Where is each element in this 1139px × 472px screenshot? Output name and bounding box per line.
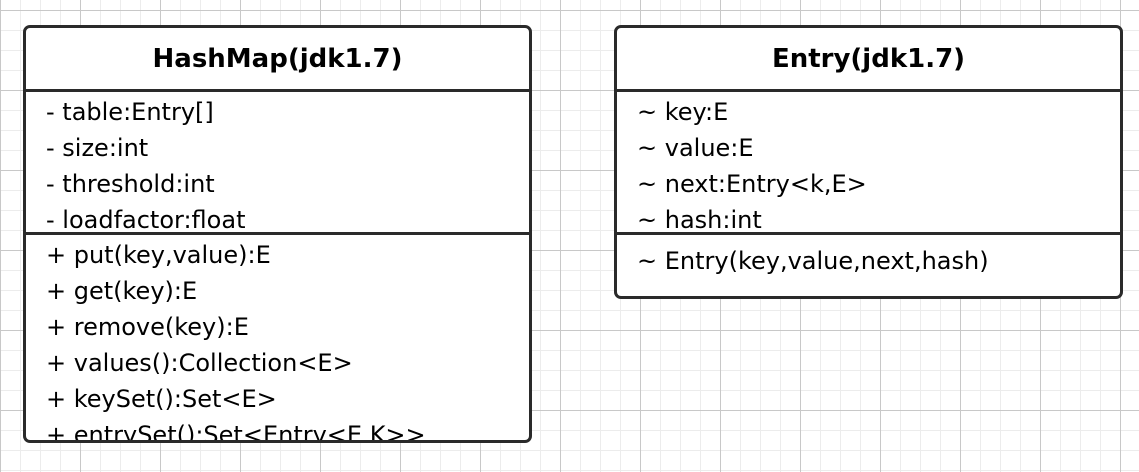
hashmap-attributes: - table:Entry[] - size:int - threshold:i… [26, 92, 529, 235]
entry-operations: ~ Entry(key,value,next,hash) [617, 235, 1120, 283]
hashmap-operation-get: + get(key):E [46, 277, 198, 305]
hashmap-attribute-loadfactor: - loadfactor:float [46, 206, 246, 234]
hashmap-operation-entryset: + entrySet():Set<Entry<E,K>> [46, 421, 426, 443]
entry-operation-constructor: ~ Entry(key,value,next,hash) [637, 247, 989, 275]
hashmap-attribute-table: - table:Entry[] [46, 98, 214, 126]
hashmap-operation-put: + put(key,value):E [46, 241, 271, 269]
hashmap-operation-keyset: + keySet():Set<E> [46, 385, 277, 413]
hashmap-class-box: HashMap(jdk1.7) - table:Entry[] - size:i… [23, 25, 532, 443]
hashmap-attribute-size: - size:int [46, 134, 149, 162]
entry-class-title: Entry(jdk1.7) [617, 28, 1120, 92]
entry-attributes: ~ key:E ~ value:E ~ next:Entry<k,E> ~ ha… [617, 92, 1120, 235]
hashmap-attribute-threshold: - threshold:int [46, 170, 215, 198]
hashmap-operation-values: + values():Collection<E> [46, 349, 353, 377]
entry-attribute-hash: ~ hash:int [637, 206, 762, 234]
hashmap-operation-remove: + remove(key):E [46, 313, 249, 341]
entry-attribute-key: ~ key:E [637, 98, 729, 126]
hashmap-operations: + put(key,value):E + get(key):E + remove… [26, 235, 529, 443]
entry-attribute-next: ~ next:Entry<k,E> [637, 170, 867, 198]
hashmap-class-title: HashMap(jdk1.7) [26, 28, 529, 92]
entry-class-box: Entry(jdk1.7) ~ key:E ~ value:E ~ next:E… [614, 25, 1123, 299]
entry-attribute-value: ~ value:E [637, 134, 754, 162]
